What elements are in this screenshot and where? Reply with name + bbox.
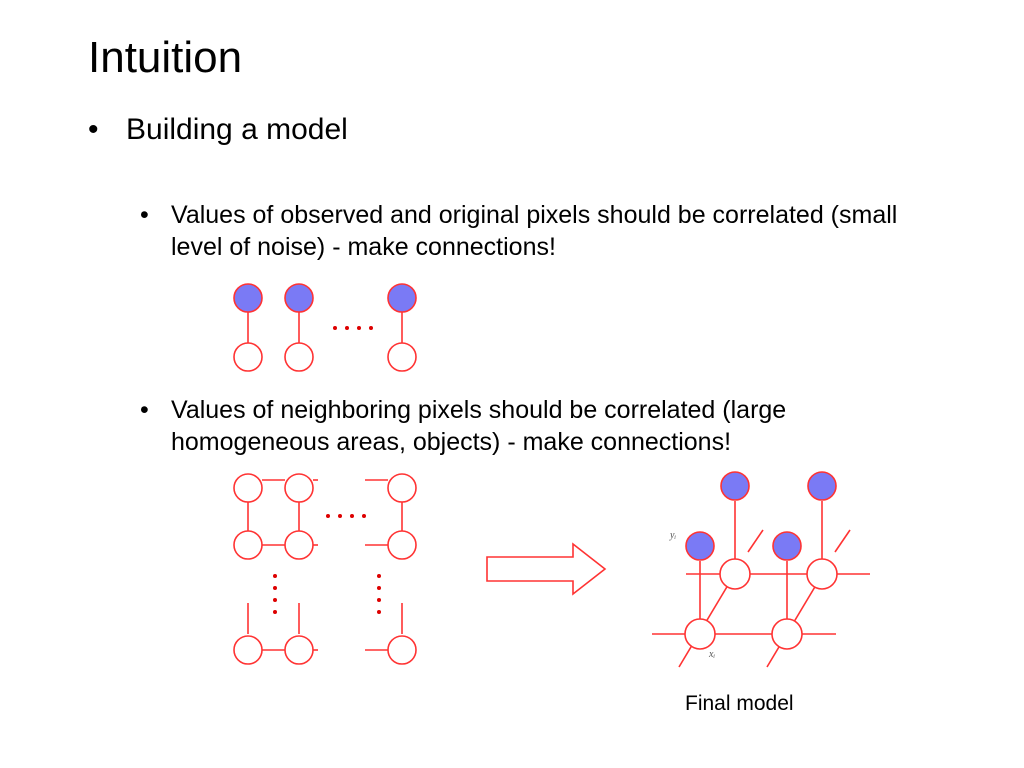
original-node xyxy=(233,342,263,372)
sub-bullet-neighboring: • Values of neighboring pixels should be… xyxy=(140,394,940,458)
sub-bullet-text: Values of observed and original pixels s… xyxy=(171,201,898,261)
observed-node xyxy=(807,471,837,501)
diagram-observed-original-connections xyxy=(233,283,417,372)
pixel-node xyxy=(387,530,417,560)
observed-node xyxy=(685,531,715,561)
bullet-glyph: • xyxy=(88,113,99,146)
pixel-node xyxy=(233,635,263,665)
pixel-node xyxy=(284,635,314,665)
label-x: xᵢ xyxy=(708,649,715,660)
pixel-node xyxy=(284,473,314,503)
observed-node xyxy=(233,283,263,313)
label-y: yᵢ xyxy=(669,530,676,541)
hidden-node xyxy=(806,558,838,590)
observed-node xyxy=(720,471,750,501)
observed-node xyxy=(772,531,802,561)
hidden-node xyxy=(684,618,716,650)
pixel-node xyxy=(233,530,263,560)
bullet-text: Building a model xyxy=(126,113,348,146)
original-node xyxy=(387,342,417,372)
slide-title: Intuition xyxy=(88,33,243,82)
ellipsis-dots xyxy=(333,326,373,330)
pixel-node xyxy=(387,473,417,503)
diagram-neighbor-connections xyxy=(233,473,417,665)
sub-bullet-observed-original: • Values of observed and original pixels… xyxy=(140,199,940,263)
ellipsis-dots xyxy=(273,514,381,614)
hidden-node xyxy=(771,618,803,650)
grid-edge xyxy=(834,529,851,553)
hidden-node xyxy=(719,558,751,590)
bullet-glyph: • xyxy=(140,396,149,424)
observed-node xyxy=(284,283,314,313)
pixel-node xyxy=(284,530,314,560)
observed-node xyxy=(387,283,417,313)
grid-edge xyxy=(747,529,764,553)
bullet-glyph: • xyxy=(140,201,149,229)
transition-arrow xyxy=(486,542,607,596)
sub-bullet-text: Values of neighboring pixels should be c… xyxy=(171,396,787,456)
bullet-building-model: • Building a model xyxy=(88,112,348,148)
pixel-node xyxy=(233,473,263,503)
original-node xyxy=(284,342,314,372)
final-model-caption: Final model xyxy=(685,692,794,715)
pixel-node xyxy=(387,635,417,665)
diagram-final-model xyxy=(652,471,870,668)
